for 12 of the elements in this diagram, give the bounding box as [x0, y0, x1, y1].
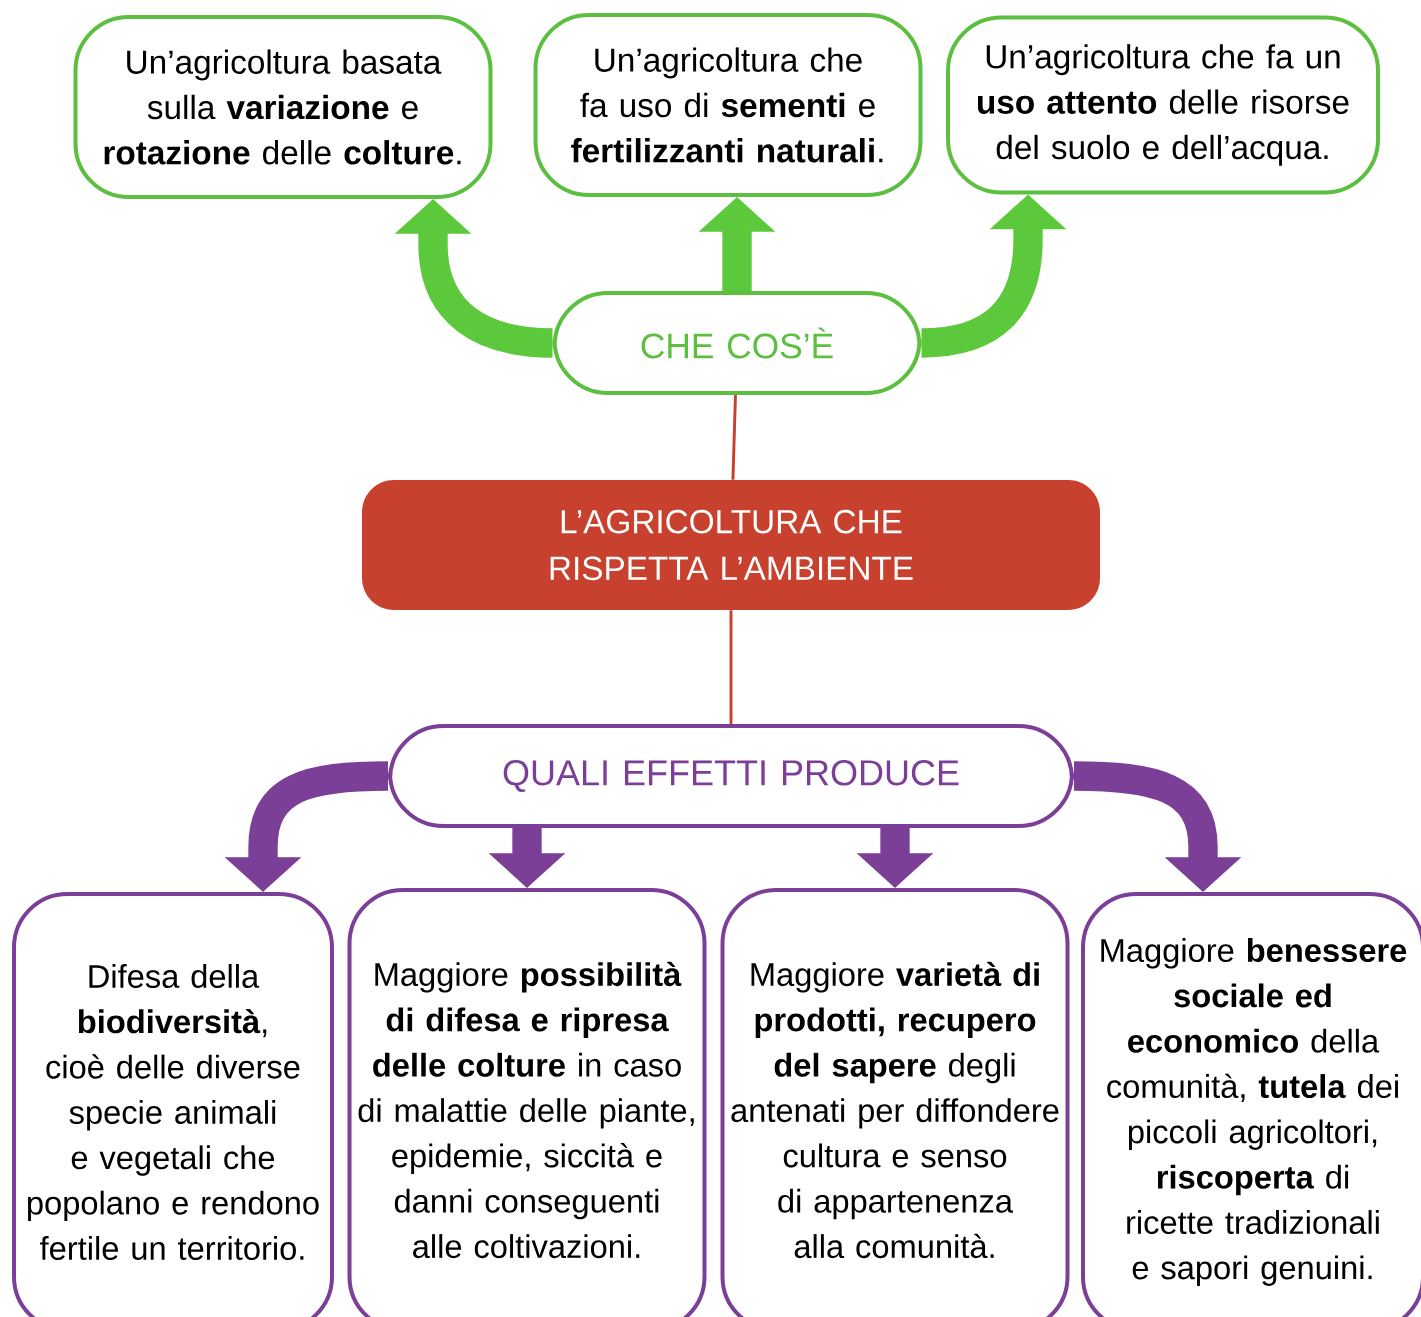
- title-box: L’AGRICOLTURA CHE RISPETTA L’AMBIENTE: [362, 480, 1100, 610]
- rounded-box: Difesa della biodiversità, cioè delle diverse specie animali e vegetali che popolano e rendono fertile un territorio.: [12, 892, 334, 1317]
- rounded-box: Un’agricoltura che fa uso di sementi e fertilizzanti naturali.: [533, 13, 923, 197]
- rounded-box: Maggiore benessere sociale ed economico della comunità, tutela dei piccoli agricoltori, riscoperta di ricette tradizionali e sapori genuini.: [1081, 892, 1421, 1317]
- connector-line: [729, 610, 733, 724]
- rounded-box: Maggiore varietà di prodotti, recupero del sapere degli antenati per diffondere cultura e senso di appartenenza alla comunità.: [720, 888, 1070, 1317]
- connector-line: [731, 394, 737, 480]
- heading-box: QUALI EFFETTI PRODUCE: [388, 724, 1074, 828]
- rounded-box: Maggiore possibilità di difesa e ripresa delle colture in caso di malattie delle piante, epidemie, siccità e danni conseguenti alle coltivazioni.: [347, 888, 707, 1317]
- rounded-box: Un’agricoltura basata sulla variazione e rotazione delle colture.: [73, 15, 493, 199]
- heading-box: CHE COS’È: [552, 291, 922, 395]
- rounded-box: Un’agricoltura che fa un uso attento delle risorse del suolo e dell’acqua.: [946, 15, 1380, 195]
